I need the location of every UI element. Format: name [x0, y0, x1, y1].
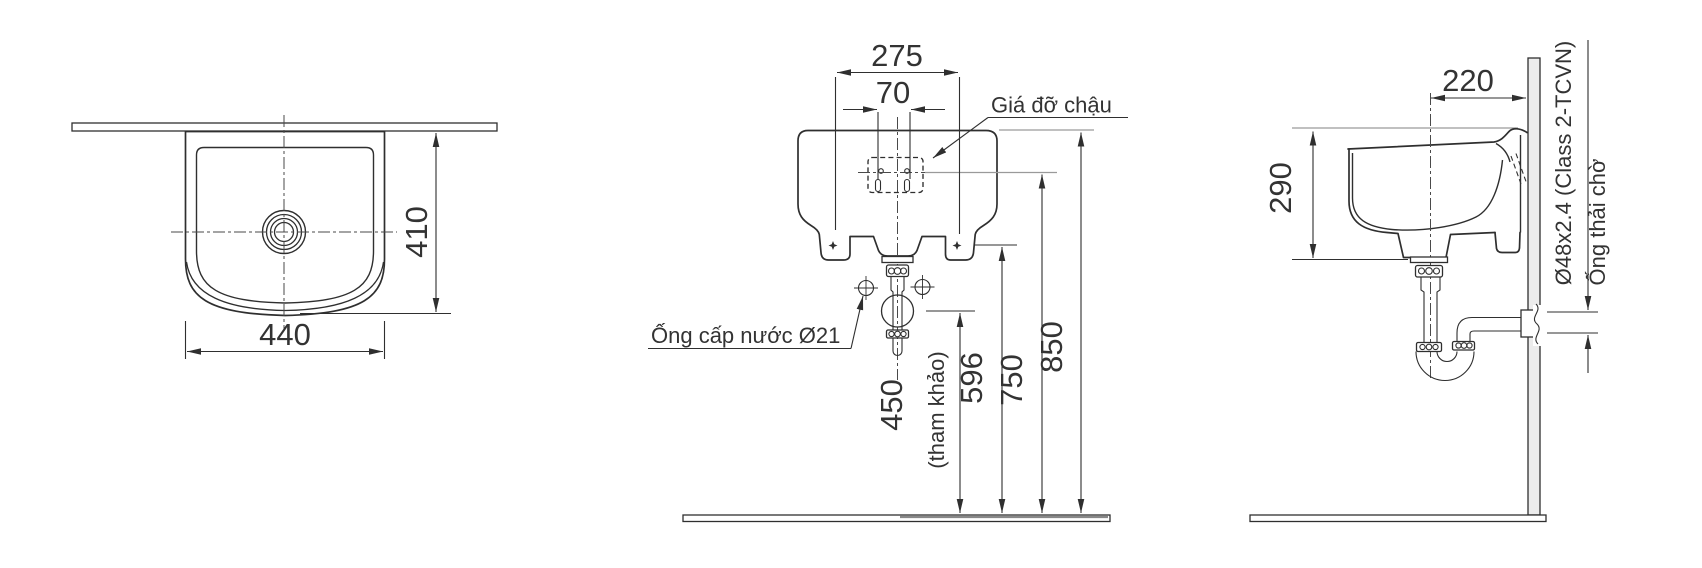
trap-outer-arc	[1415, 351, 1475, 381]
dimension-height-596: 596	[954, 244, 1017, 513]
dim-text-290: 290	[1263, 162, 1298, 214]
pipe-break-symbol	[1533, 303, 1540, 345]
dimension-width-440: 440	[184, 317, 386, 359]
dimension-slot-span-70: 70	[843, 75, 945, 179]
outlet-label: Ống thải chờ	[1584, 159, 1610, 286]
dim-text-410: 410	[399, 206, 434, 258]
bracket-callout: Giá đỡ chậu	[932, 93, 1128, 159]
supply-label: Ống cấp nước Ø21	[651, 322, 840, 348]
bolt-mark-right	[952, 241, 962, 250]
dim-text-440: 440	[259, 317, 311, 352]
dim-text-70: 70	[876, 75, 910, 110]
supply-callout: Ống cấp nước Ø21	[648, 295, 864, 350]
mounting-bracket	[858, 156, 933, 194]
floor-line-front	[682, 514, 1111, 523]
supply-crosshair-right	[910, 275, 935, 299]
sink-bowl-curve	[185, 261, 385, 312]
dimension-depth-410: 410	[300, 133, 451, 315]
drain-trap-side	[1409, 256, 1543, 381]
floor-line-side	[1249, 514, 1547, 523]
dimension-bolt-span-275: 275	[834, 38, 961, 234]
dimension-height-850: 850	[1034, 132, 1085, 513]
top-view: 440 410	[71, 115, 498, 359]
drain-trap-front	[880, 255, 915, 357]
bracket-label: Giá đỡ chậu	[991, 93, 1112, 118]
side-view: 220 290 Ø48x2.4 (Class 2-TCVN) Ống thải …	[1249, 40, 1610, 523]
trap-inner-arc	[1436, 351, 1458, 363]
dim-text-450: 450	[874, 379, 909, 431]
waste-outlet-callout: Ø48x2.4 (Class 2-TCVN) Ống thải chờ	[1547, 40, 1610, 373]
outlet-spec-label: Ø48x2.4 (Class 2-TCVN)	[1551, 41, 1576, 286]
bolt-mark-left	[828, 241, 838, 250]
dim-note-tham-khao: (tham khảo)	[924, 351, 949, 468]
sink-profile	[1347, 127, 1528, 259]
dimension-basin-290: 290	[1263, 131, 1408, 261]
wall-section	[1527, 57, 1541, 516]
sink-profile-fill	[1348, 128, 1527, 258]
front-view: 275 70 Giá đỡ chậu Ống cấp nước Ø21 450	[648, 38, 1128, 523]
dim-text-596: 596	[954, 352, 989, 404]
supply-crosshair-left	[854, 276, 878, 300]
dim-text-750: 750	[994, 354, 1029, 406]
dimension-depth-220: 220	[1431, 63, 1526, 102]
dimension-height-450: 450 (tham khảo)	[874, 310, 975, 513]
sink-inner-rim	[195, 146, 375, 304]
dim-text-850: 850	[1034, 321, 1069, 373]
dim-text-275: 275	[871, 38, 923, 73]
trap-bend-circle	[880, 294, 915, 328]
dimension-height-750: 750	[994, 174, 1046, 513]
hidden-bracket-lines	[1510, 153, 1527, 185]
sink-outer-outline	[184, 130, 386, 317]
dim-text-220: 220	[1442, 63, 1494, 98]
